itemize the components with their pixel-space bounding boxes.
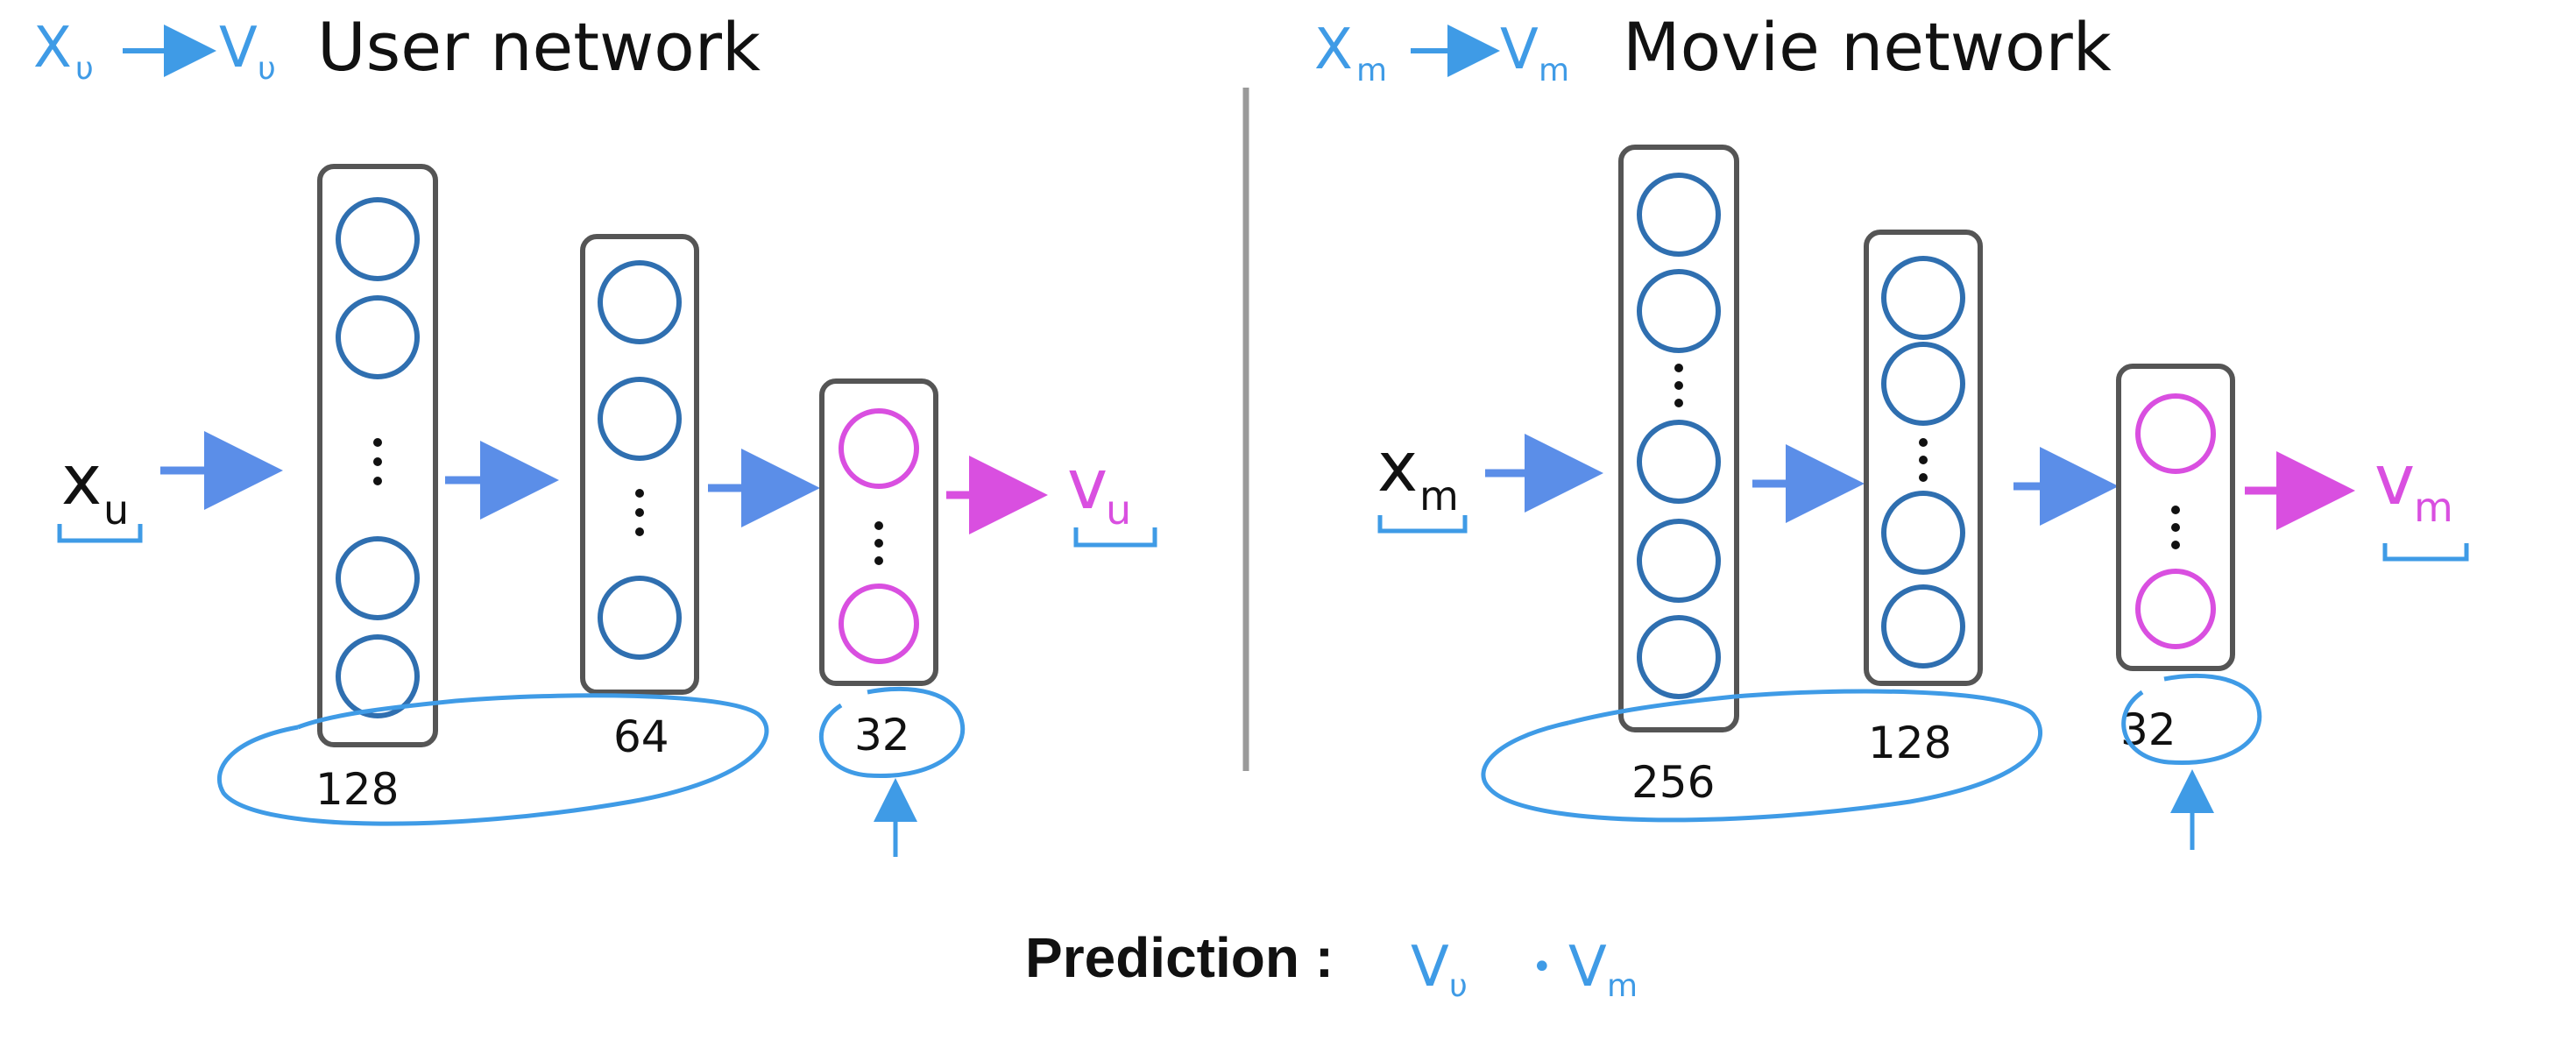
movie-hidden-layers-circle (1481, 689, 2042, 823)
movie-layer-2-size: 128 (1868, 718, 1951, 768)
user-layer-1 (317, 164, 438, 747)
neuron (598, 576, 682, 660)
user-output-var: v (1067, 446, 1108, 525)
neuron (2135, 393, 2216, 474)
user-layer-2-size: 64 (613, 711, 669, 762)
neuron (1881, 491, 1965, 575)
prediction-right-var: V (1568, 935, 1607, 1000)
user-mapping-from-sub: υ (75, 51, 94, 87)
user-output-underline (1073, 527, 1157, 548)
neuron (1637, 519, 1721, 603)
prediction-right-sub: m (1607, 968, 1638, 1004)
movie-mapping-to: V (1500, 18, 1539, 82)
prediction-dot: • (1532, 947, 1553, 987)
user-input-underline (57, 524, 143, 543)
user-layer-3-box (819, 378, 938, 686)
movie-layer-1 (1618, 145, 1739, 732)
user-network: X υ V υ User network x u (33, 8, 1157, 857)
user-layer-2-box (580, 234, 699, 695)
ellipsis-dots (2171, 506, 2180, 549)
movie-layer-3-box (2116, 364, 2235, 671)
movie-mapping: X m V m (1314, 18, 1569, 88)
movie-output-sub: m (2414, 484, 2453, 531)
prediction-label: Prediction : (1025, 926, 1334, 989)
user-layer-1-box (317, 164, 438, 747)
movie-network: X m V m Movie network x m (1314, 8, 2469, 850)
user-input-var: x (61, 442, 102, 520)
neuron (1881, 584, 1965, 668)
neuron (1881, 256, 1965, 340)
user-mapping-to: V (219, 16, 258, 81)
neuron (2135, 569, 2216, 649)
neuron (1637, 269, 1721, 353)
movie-layer-1-size: 256 (1631, 757, 1715, 808)
neuron (1637, 173, 1721, 257)
movie-layer-1-box (1618, 145, 1739, 732)
neuron (336, 536, 420, 620)
ellipsis-dots (635, 489, 644, 536)
ellipsis-dots (874, 521, 883, 565)
prediction-left-sub: υ (1449, 968, 1468, 1004)
user-mapping: X υ V υ (33, 16, 276, 87)
ellipsis-dots (1674, 364, 1683, 407)
user-layer-3-size: 32 (854, 710, 910, 760)
user-mapping-to-sub: υ (258, 51, 276, 87)
user-layer-3 (819, 378, 938, 686)
ellipsis-dots (1919, 438, 1928, 482)
movie-input-var: x (1377, 428, 1418, 507)
neuron (839, 408, 919, 489)
neuron (839, 584, 919, 664)
user-layer-2 (580, 234, 699, 695)
movie-mapping-from-sub: m (1356, 53, 1387, 88)
movie-mapping-to-sub: m (1539, 53, 1569, 88)
neuron (598, 260, 682, 344)
movie-layer-3-size: 32 (2120, 704, 2176, 755)
movie-network-title: Movie network (1623, 8, 2112, 86)
ellipsis-dots (373, 438, 382, 485)
movie-output-var: v (2374, 442, 2415, 520)
neuron (336, 295, 420, 379)
prediction-formula: Prediction : V υ • V m (1025, 926, 1638, 1004)
user-network-title: User network (317, 8, 761, 86)
neuron (336, 634, 420, 718)
neuron (1637, 420, 1721, 504)
movie-layer-3 (2116, 364, 2235, 671)
neuron (336, 197, 420, 281)
neuron (598, 377, 682, 461)
movie-mapping-from: X (1314, 18, 1353, 82)
neuron (1637, 615, 1721, 699)
neuron (1881, 342, 1965, 426)
movie-layer-2 (1864, 230, 1983, 686)
user-hidden-layers-circle (217, 693, 769, 826)
movie-layer-2-box (1864, 230, 1983, 686)
movie-input-sub: m (1419, 472, 1459, 520)
prediction-left-var: V (1411, 935, 1449, 1000)
user-layer-1-size: 128 (315, 764, 399, 815)
movie-output-size-circle (2121, 673, 2262, 766)
movie-input-underline (1377, 515, 1468, 534)
user-input-sub: u (103, 486, 129, 534)
user-output-sub: u (1106, 486, 1131, 534)
user-mapping-from: X (33, 16, 72, 81)
user-output-size-circle (818, 686, 966, 779)
movie-output-underline (2382, 543, 2469, 562)
